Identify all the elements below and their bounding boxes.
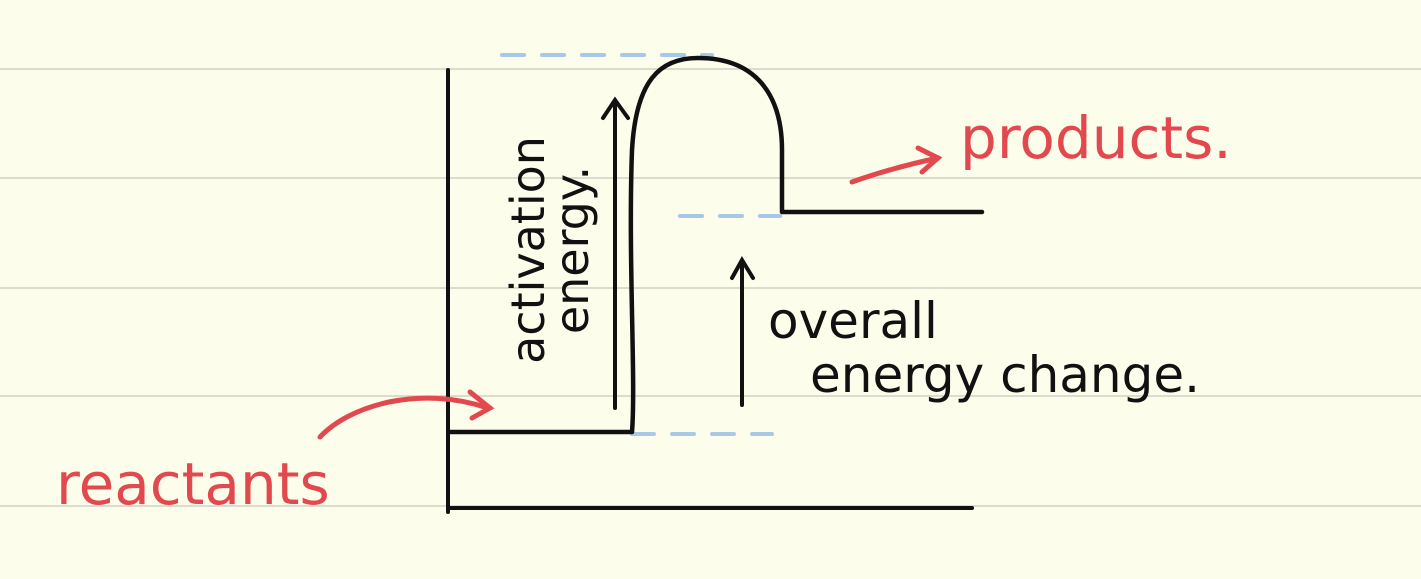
products-pointer-arrow <box>849 145 943 185</box>
overall-energy-change-label-line2: energy change. <box>810 346 1200 404</box>
activation-energy-label-line2: energy. <box>545 166 599 334</box>
activation-energy-label-line1: activation <box>501 136 555 364</box>
products-label: products. <box>960 104 1232 172</box>
overall-energy-change-arrow <box>730 256 755 407</box>
overall-energy-change-label-line1: overall <box>768 292 938 350</box>
reactants-label: reactants <box>56 450 330 518</box>
energy-profile-curve <box>447 55 985 435</box>
activation-energy-arrow <box>601 96 630 410</box>
activation-energy-label: activation energy. <box>501 136 599 364</box>
axes <box>446 68 974 514</box>
guide-lines <box>500 53 782 436</box>
reactants-pointer-arrow <box>317 389 495 440</box>
